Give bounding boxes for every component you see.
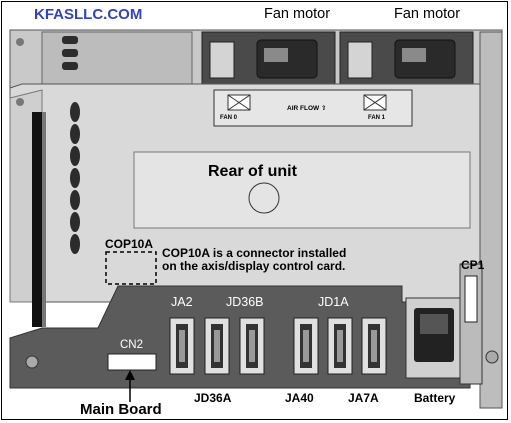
connector-ja40	[293, 317, 319, 375]
fan0-label: FAN 0	[220, 115, 238, 121]
cop10a-note-line2: on the axis/display control card.	[162, 259, 346, 273]
cop10a-note-line1: COP10A is a connector installed	[162, 246, 347, 260]
rear-of-unit-label: Rear of unit	[208, 163, 297, 180]
cn2-connector	[107, 353, 157, 371]
cop10a-box	[105, 251, 157, 285]
rear-unit-box	[133, 151, 471, 229]
ja7a-label: JA7A	[348, 391, 379, 405]
jd1a-label: JD1A	[318, 295, 349, 309]
ja40-label: JA40	[285, 391, 314, 405]
fan-motor-label-1: Fan motor	[394, 6, 461, 22]
main-board-label: Main Board	[80, 401, 162, 418]
fan1-label: FAN 1	[368, 115, 386, 121]
cp1-label: CP1	[461, 258, 485, 272]
battery-label: Battery	[414, 391, 456, 405]
vent-holes	[70, 102, 80, 254]
cop10a-label: COP10A	[105, 237, 154, 251]
unit-illustration	[9, 29, 503, 409]
cp1-connector	[464, 275, 478, 323]
connector-jd36a	[204, 317, 230, 375]
jd36b-label: JD36B	[226, 295, 264, 309]
ja2-label: JA2	[171, 295, 193, 309]
connector-ja2	[169, 317, 195, 375]
card-slot	[32, 112, 42, 327]
cn2-label: CN2	[120, 339, 144, 351]
airflow-label: AIR FLOW ⇧	[287, 105, 327, 112]
connector-jd1a	[327, 317, 353, 375]
jd36a-label: JD36A	[194, 391, 232, 405]
brand-watermark: KFASLLC.COM	[34, 6, 143, 23]
connector-jd36b	[239, 317, 265, 375]
rear-circle	[248, 182, 280, 214]
connector-ja7a	[361, 317, 387, 375]
fan-motor-label-0: Fan motor	[264, 6, 331, 22]
